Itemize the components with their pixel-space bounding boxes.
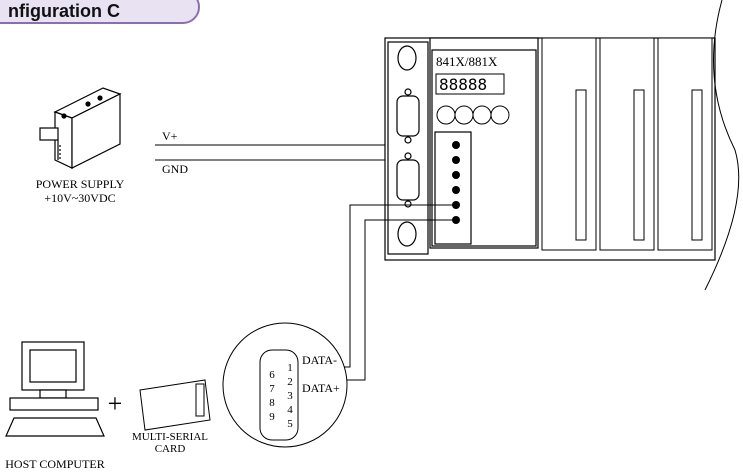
seven-segment-display: 88888 xyxy=(435,73,505,95)
io-slots xyxy=(541,37,713,251)
module-model-label: 841X/881X xyxy=(436,54,498,69)
pin-6: 6 xyxy=(269,369,275,381)
pin-9: 9 xyxy=(269,411,275,423)
module-buttons xyxy=(436,105,510,125)
db9-pins: 1 2 3 4 5 6 7 8 9 xyxy=(269,362,293,430)
cut-lines xyxy=(704,0,740,291)
pin-7: 7 xyxy=(269,383,275,395)
pin-4: 4 xyxy=(287,404,293,416)
plus-sign: + xyxy=(108,389,123,418)
host-computer-icon xyxy=(5,341,105,437)
vplus-wire-label: V+ xyxy=(162,129,178,143)
host-computer-label: HOST COMPUTER xyxy=(5,457,104,471)
data-plus-label: DATA+ xyxy=(302,381,340,395)
power-supply-label-line1: POWER SUPPLY xyxy=(36,177,125,191)
pin-1: 1 xyxy=(287,362,293,374)
pin-5: 5 xyxy=(287,418,293,430)
pin-8: 8 xyxy=(269,397,275,409)
db9-port-callout xyxy=(222,322,348,448)
card-label-line2: CARD xyxy=(155,443,186,455)
gnd-wire-label: GND xyxy=(162,162,188,176)
pin-2: 2 xyxy=(287,376,293,388)
card-label-line1: MULTI-SERIAL xyxy=(132,431,208,443)
pin-3: 3 xyxy=(287,390,293,402)
display-digits: 88888 xyxy=(439,75,487,94)
power-supply-icon xyxy=(39,87,122,169)
title-badge xyxy=(0,0,200,24)
serial-card-icon xyxy=(139,379,211,431)
diagram-title: nfiguration C xyxy=(8,1,120,21)
data-minus-label: DATA- xyxy=(302,353,337,367)
power-supply-label-line2: +10V~30VDC xyxy=(44,191,115,205)
